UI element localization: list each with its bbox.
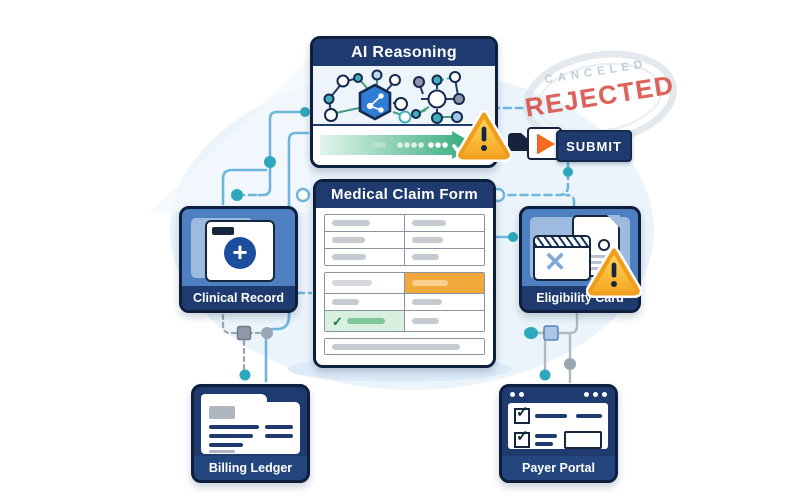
document-circle xyxy=(598,239,610,251)
warning-icon xyxy=(586,245,642,298)
check-icon: ✓ xyxy=(332,313,343,329)
warning-icon xyxy=(456,109,512,162)
portal-input-box[interactable] xyxy=(564,431,602,449)
claim-form-title: Medical Claim Form xyxy=(316,182,493,208)
portal-form-panel: ✓ ✓ xyxy=(508,403,608,449)
window-dot xyxy=(593,391,598,397)
node-graph-icon xyxy=(323,69,465,124)
clinical-record-label: Clinical Record xyxy=(182,286,295,310)
window-dot xyxy=(602,391,607,397)
ledger-header-block xyxy=(209,406,235,419)
payer-portal-label: Payer Portal xyxy=(502,456,615,480)
junction-nodes xyxy=(231,107,576,381)
submit-label: SUBMIT xyxy=(566,138,622,154)
window-dot xyxy=(519,391,524,397)
insurance-card-icon: ✕ xyxy=(533,235,591,281)
flagged-cell xyxy=(405,273,484,293)
form-table-bottom: ✓ xyxy=(324,272,485,332)
ai-reasoning-card: AI Reasoning xyxy=(310,36,498,168)
form-row xyxy=(325,231,484,248)
form-row xyxy=(325,215,484,231)
ai-reasoning-title: AI Reasoning xyxy=(313,39,495,66)
ledger-document-icon xyxy=(201,394,300,454)
form-footer-row xyxy=(324,338,485,355)
medical-claim-form-card: Medical Claim Form xyxy=(313,179,496,368)
progress-footer xyxy=(313,124,495,164)
payer-portal-card: ✓ ✓ Payer Portal xyxy=(499,384,618,483)
ai-network-graphic xyxy=(313,66,495,124)
form-row-approved: ✓ xyxy=(325,310,484,331)
form-row xyxy=(325,248,484,265)
window-dot xyxy=(510,391,515,397)
portal-titlebar xyxy=(502,387,615,401)
folder-tab xyxy=(212,227,234,235)
billing-ledger-label: Billing Ledger xyxy=(194,456,307,480)
document-flag-icon xyxy=(508,133,530,151)
checkbox-checked-icon[interactable]: ✓ xyxy=(514,404,530,424)
document-fold xyxy=(607,215,620,228)
play-icon xyxy=(537,133,555,154)
progress-arrow-icon xyxy=(320,131,476,159)
form-table-top xyxy=(324,214,485,266)
submit-button[interactable]: SUBMIT xyxy=(556,130,632,162)
card-hatch-band xyxy=(535,237,589,248)
claim-form-body: ✓ xyxy=(316,208,493,365)
billing-ledger-card: Billing Ledger xyxy=(191,384,310,483)
medical-plus-icon: + xyxy=(224,237,256,270)
window-dot xyxy=(584,391,589,397)
clinical-record-card: + Clinical Record xyxy=(179,206,298,313)
approved-cell: ✓ xyxy=(325,311,405,331)
form-row xyxy=(325,293,484,310)
x-mark-icon: ✕ xyxy=(543,246,567,277)
folder-icon: + xyxy=(205,220,275,282)
checklist-row: ✓ xyxy=(514,404,602,424)
form-row-flagged xyxy=(325,273,484,293)
checkbox-checked-icon[interactable]: ✓ xyxy=(514,428,530,448)
checklist-row: ✓ xyxy=(514,428,602,449)
